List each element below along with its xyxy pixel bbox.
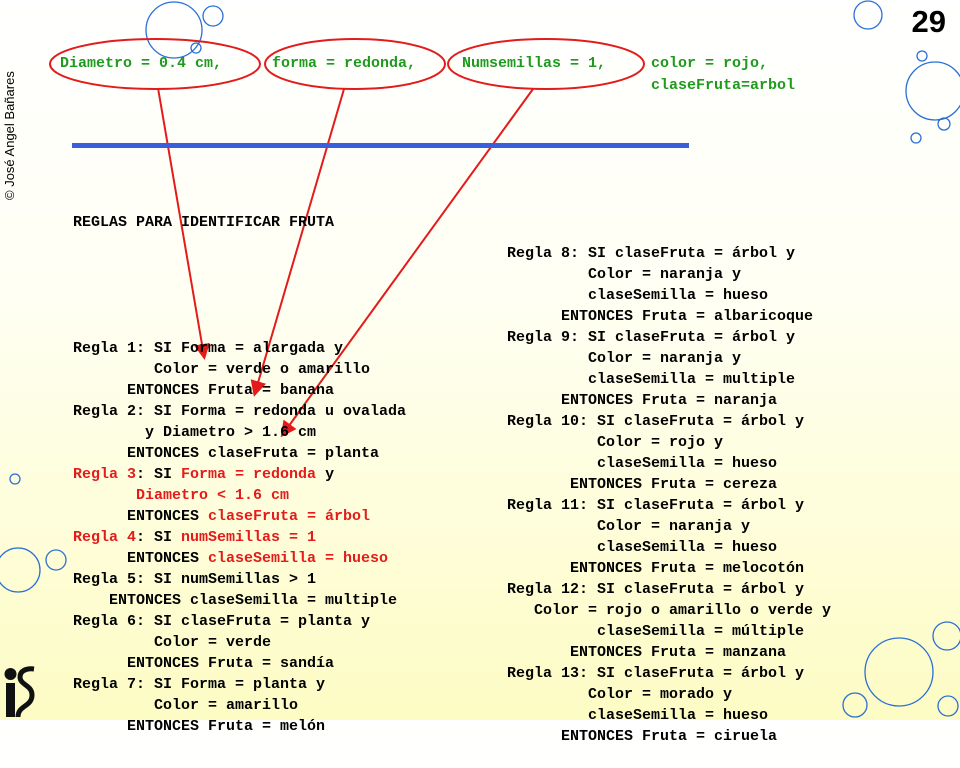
right-rule-line: claseSemilla = hueso [507, 539, 778, 556]
highlighted-text: Regla 3 [73, 466, 137, 483]
right-rule-line: Regla 13: SI claseFruta = árbol y [507, 665, 805, 682]
right-rule-lines: Regla 8: SI claseFruta = árbol y Color =… [507, 243, 831, 747]
rule-text: Regla 6: SI claseFruta = planta y [73, 613, 371, 630]
rule-text: y [316, 466, 335, 483]
left-rule-line: Diametro < 1.6 cm [73, 485, 406, 506]
right-rule-line: Regla 8: SI claseFruta = árbol y [507, 245, 796, 262]
fact-forma: forma = redonda, [272, 55, 417, 72]
blank-line [73, 275, 406, 296]
fact-numsemillas: Numsemillas = 1, [462, 55, 607, 72]
highlighted-text: Forma = redonda [181, 466, 317, 483]
right-rules-column: Regla 8: SI claseFruta = árbol y Color =… [507, 201, 831, 768]
left-rule-line: Regla 7: SI Forma = planta y [73, 674, 406, 695]
left-rule-line: ENTONCES Fruta = banana [73, 380, 406, 401]
rule-text: ENTONCES claseFruta = planta [73, 445, 380, 462]
right-rule-line: Color = naranja y [507, 518, 751, 535]
left-rule-line: Regla 2: SI Forma = redonda u ovalada [73, 401, 406, 422]
left-rule-line: Regla 1: SI Forma = alargada y [73, 338, 406, 359]
rule-text: Color = verde o amarillo [73, 361, 371, 378]
right-rule-line: Regla 12: SI claseFruta = árbol y [507, 581, 805, 598]
left-rule-line: ENTONCES claseSemilla = hueso [73, 548, 406, 569]
fact-diametro: Diametro = 0.4 cm, [60, 55, 223, 72]
left-rule-line: ENTONCES Fruta = melón [73, 716, 406, 737]
rule-text: Regla 1: SI Forma = alargada y [73, 340, 344, 357]
rule-text: ENTONCES [73, 550, 209, 567]
rule-text: Color = amarillo [73, 697, 299, 714]
left-rule-line: y Diametro > 1.6 cm [73, 422, 406, 443]
left-rule-line: Color = verde o amarillo [73, 359, 406, 380]
fact-clasefruta: claseFruta=arbol [651, 77, 796, 94]
ellipse-numsemillas [447, 38, 645, 90]
decorative-bubbles [0, 0, 960, 718]
highlighted-text: Regla 4 [73, 529, 137, 546]
highlighted-text: numSemillas = 1 [181, 529, 317, 546]
left-rule-line: ENTONCES claseFruta = planta [73, 443, 406, 464]
right-rule-line: ENTONCES Fruta = manzana [507, 644, 787, 661]
rule-text: ENTONCES Fruta = melón [73, 718, 326, 735]
blue-divider-line [72, 143, 689, 148]
right-rule-line: Regla 11: SI claseFruta = árbol y [507, 497, 805, 514]
left-rule-line: ENTONCES claseSemilla = multiple [73, 590, 406, 611]
right-rule-line: claseSemilla = múltiple [507, 623, 805, 640]
left-rules-column: REGLAS PARA IDENTIFICAR FRUTA Regla 1: S… [73, 170, 406, 758]
rule-text: y Diametro > 1.6 cm [73, 424, 317, 441]
ellipse-forma [264, 38, 446, 90]
right-rule-line: Color = rojo y [507, 434, 724, 451]
rule-text: Regla 2: SI Forma = redonda u ovalada [73, 403, 407, 420]
highlighted-text: claseSemilla = hueso [208, 550, 389, 567]
rule-text: ENTONCES claseSemilla = multiple [73, 592, 398, 609]
highlight-annotations [49, 38, 645, 438]
left-rule-line: Regla 6: SI claseFruta = planta y [73, 611, 406, 632]
left-rule-line: Color = verde [73, 632, 406, 653]
right-rule-line: Color = morado y [507, 686, 733, 703]
right-rule-line: Color = naranja y [507, 350, 742, 367]
right-rule-line: ENTONCES Fruta = naranja [507, 392, 778, 409]
left-rule-line: ENTONCES claseFruta = árbol [73, 506, 406, 527]
rule-text: Regla 7: SI Forma = planta y [73, 676, 326, 693]
left-rule-line: Regla 4: SI numSemillas = 1 [73, 527, 406, 548]
arrow-forma [250, 88, 345, 397]
rule-text: Color = verde [73, 634, 272, 651]
right-rule-line: Regla 9: SI claseFruta = árbol y [507, 329, 796, 346]
page-number: 29 [911, 4, 946, 39]
right-rule-line: claseSemilla = hueso [507, 707, 769, 724]
ellipse-diametro [49, 38, 261, 90]
highlighted-text: claseFruta = árbol [208, 508, 371, 525]
fact-color: color = rojo, [651, 55, 769, 72]
left-rule-line: ENTONCES Fruta = sandía [73, 653, 406, 674]
rule-text: : SI [136, 529, 182, 546]
right-rule-line: Regla 10: SI claseFruta = árbol y [507, 413, 805, 430]
left-rule-lines: Regla 1: SI Forma = alargada y Color = v… [73, 338, 406, 737]
left-rule-line: Color = amarillo [73, 695, 406, 716]
right-rule-line: ENTONCES Fruta = albaricoque [507, 308, 814, 325]
right-rule-line: Color = rojo o amarillo o verde y [507, 602, 832, 619]
rules-title: REGLAS PARA IDENTIFICAR FRUTA [73, 214, 335, 231]
left-rule-line: Regla 3: SI Forma = redonda y [73, 464, 406, 485]
right-rule-line: claseSemilla = hueso [507, 287, 769, 304]
logo-icon [4, 666, 35, 718]
highlighted-text: Diametro < 1.6 cm [73, 487, 290, 504]
right-rule-line: ENTONCES Fruta = melocotón [507, 560, 805, 577]
right-rule-line: Color = naranja y [507, 266, 742, 283]
rule-text: Regla 5: SI numSemillas > 1 [73, 571, 317, 588]
rule-text: ENTONCES Fruta = sandía [73, 655, 335, 672]
right-rule-line: claseSemilla = hueso [507, 455, 778, 472]
rule-text: ENTONCES Fruta = banana [73, 382, 335, 399]
arrow-diametro [157, 87, 210, 360]
rule-text: ENTONCES [73, 508, 209, 525]
right-rule-line: ENTONCES Fruta = cereza [507, 476, 778, 493]
rule-text: : SI [136, 466, 182, 483]
right-rule-line: ENTONCES Fruta = ciruela [507, 728, 778, 745]
left-rule-line: Regla 5: SI numSemillas > 1 [73, 569, 406, 590]
right-rule-line: claseSemilla = multiple [507, 371, 796, 388]
